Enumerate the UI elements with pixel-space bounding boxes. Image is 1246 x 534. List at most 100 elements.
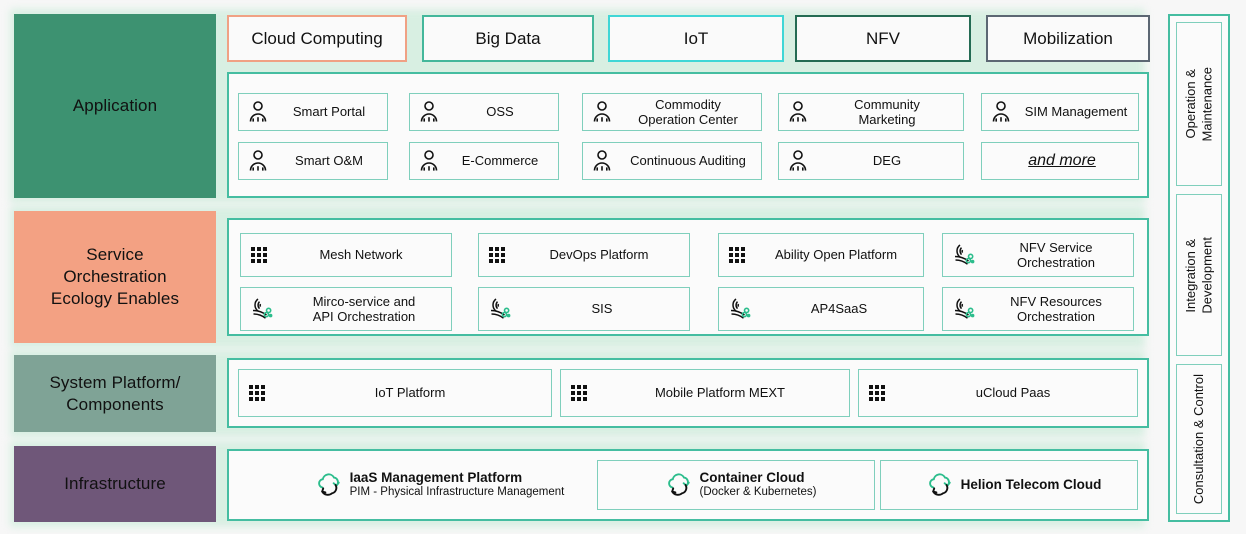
cloud-sync-icon — [317, 473, 340, 496]
app-item-deg[interactable]: DEG — [778, 142, 964, 180]
tag-big-data[interactable]: Big Data — [422, 15, 594, 62]
card-label: Mirco-service and API Orchestration — [312, 293, 416, 324]
card-label: AP4SaaS — [810, 301, 868, 317]
layer-label-platform: System Platform/ Components — [14, 355, 216, 432]
grid-dots-icon — [249, 385, 265, 401]
tag-iot[interactable]: IoT — [608, 15, 784, 62]
infra-item-text: Helion Telecom Cloud — [961, 477, 1102, 493]
app-item-e-commerce[interactable]: E-Commerce — [409, 142, 559, 180]
person-icon — [593, 150, 611, 171]
person-icon — [249, 101, 267, 122]
service-item-nfv-service-orchestration[interactable]: NFV Service Orchestration — [942, 233, 1134, 277]
grid-dots-icon — [251, 247, 267, 263]
grid-dots-icon — [869, 385, 885, 401]
service-item-nfv-resources-orchestration[interactable]: NFV Resources Orchestration — [942, 287, 1134, 331]
card-label: SIS — [591, 301, 613, 317]
layer-label-text: System Platform/ Components — [49, 372, 181, 414]
cloud-sync-icon — [928, 473, 951, 496]
person-icon — [420, 101, 438, 122]
layer-label-text: Application — [72, 96, 158, 116]
cloud-sync-icon — [667, 473, 690, 496]
card-label: Mesh Network — [319, 247, 403, 263]
app-item-sim-management[interactable]: SIM Management — [981, 93, 1139, 131]
grid-dots-icon — [729, 247, 745, 263]
platform-item-ucloud-paas[interactable]: uCloud Paas — [858, 369, 1138, 417]
tag-label: Cloud Computing — [251, 28, 383, 48]
orchestration-icon — [252, 298, 273, 319]
orchestration-icon — [730, 298, 751, 319]
layer-label-text: Infrastructure — [64, 474, 166, 494]
service-item-mirco-service-and-api-orchestration[interactable]: Mirco-service and API Orchestration — [240, 287, 452, 331]
card-label: Commodity Operation Center — [638, 96, 738, 127]
tag-label: Big Data — [475, 28, 541, 48]
tag-label: NFV — [866, 28, 900, 48]
orchestration-icon — [954, 298, 975, 319]
tag-cloud-computing[interactable]: Cloud Computing — [227, 15, 407, 62]
person-icon — [992, 101, 1010, 122]
infra-item-helion-telecom-cloud[interactable]: Helion Telecom Cloud — [880, 460, 1138, 510]
tag-mobilization[interactable]: Mobilization — [986, 15, 1150, 62]
service-item-sis[interactable]: SIS — [478, 287, 690, 331]
card-label: Mobile Platform MEXT — [654, 385, 786, 401]
person-icon — [789, 150, 807, 171]
card-label: IoT Platform — [374, 385, 446, 401]
app-item-smart-portal[interactable]: Smart Portal — [238, 93, 388, 131]
layer-label-infrastructure: Infrastructure — [14, 446, 216, 522]
card-label: SIM Management — [1024, 104, 1128, 120]
service-item-devops-platform[interactable]: DevOps Platform — [478, 233, 690, 277]
infra-item-title: Container Cloud — [699, 470, 805, 485]
infra-item-subtitle: (Docker & Kubernetes) — [699, 486, 817, 499]
layer-label-service: Service Orchestration Ecology Enables — [14, 211, 216, 343]
infra-item-title: Helion Telecom Cloud — [960, 476, 1102, 492]
card-label: and more — [1028, 151, 1096, 169]
tag-nfv[interactable]: NFV — [795, 15, 971, 62]
sidebar-item-operation-maintenance[interactable]: Operation & Maintenance — [1176, 22, 1222, 186]
infra-item-text: Container Cloud(Docker & Kubernetes) — [700, 470, 817, 500]
tag-label: Mobilization — [1023, 28, 1113, 48]
service-item-ability-open-platform[interactable]: Ability Open Platform — [718, 233, 924, 277]
person-icon — [420, 150, 438, 171]
service-item-ap4saas[interactable]: AP4SaaS — [718, 287, 924, 331]
card-label: Ability Open Platform — [774, 247, 898, 263]
app-item-and-more[interactable]: and more — [981, 142, 1139, 180]
sidebar-item-label: Integration & Development — [1182, 236, 1214, 314]
app-item-community-marketing[interactable]: Community Marketing — [778, 93, 964, 131]
card-label: Smart O&M — [295, 153, 363, 169]
app-item-oss[interactable]: OSS — [409, 93, 559, 131]
layer-label-text: Service Orchestration Ecology Enables — [50, 245, 180, 308]
card-label: DevOps Platform — [549, 247, 649, 263]
card-label: uCloud Paas — [975, 385, 1051, 401]
sidebar-item-consultation-control[interactable]: Consultation & Control — [1176, 364, 1222, 514]
sidebar-item-label: Operation & Maintenance — [1182, 66, 1214, 142]
card-label: NFV Service Orchestration — [1016, 239, 1096, 270]
card-label: NFV Resources Orchestration — [1010, 293, 1102, 324]
sidebar-item-integration-development[interactable]: Integration & Development — [1176, 194, 1222, 356]
card-label: OSS — [486, 104, 514, 120]
card-label: Community Marketing — [854, 96, 920, 127]
grid-dots-icon — [571, 385, 587, 401]
orchestration-icon — [954, 244, 975, 265]
grid-dots-icon — [489, 247, 505, 263]
infra-item-title: IaaS Management Platform — [349, 470, 523, 485]
card-label: E-Commerce — [461, 153, 539, 169]
tag-label: IoT — [683, 28, 709, 48]
platform-item-mobile-platform-mext[interactable]: Mobile Platform MEXT — [560, 369, 850, 417]
sidebar-item-label: Consultation & Control — [1190, 373, 1206, 505]
app-item-continuous-auditing[interactable]: Continuous Auditing — [582, 142, 762, 180]
person-icon — [593, 101, 611, 122]
card-label: Continuous Auditing — [630, 153, 746, 169]
card-label: Smart Portal — [292, 104, 366, 120]
app-item-commodity-operation-center[interactable]: Commodity Operation Center — [582, 93, 762, 131]
person-icon — [249, 150, 267, 171]
person-icon — [789, 101, 807, 122]
app-item-smart-o-m[interactable]: Smart O&M — [238, 142, 388, 180]
infra-item-subtitle: PIM - Physical Infrastructure Management — [349, 486, 565, 499]
service-item-mesh-network[interactable]: Mesh Network — [240, 233, 452, 277]
layer-label-application: Application — [14, 14, 216, 198]
infra-item-container-cloud[interactable]: Container Cloud(Docker & Kubernetes) — [597, 460, 875, 510]
card-label: DEG — [872, 153, 902, 169]
platform-item-iot-platform[interactable]: IoT Platform — [238, 369, 552, 417]
